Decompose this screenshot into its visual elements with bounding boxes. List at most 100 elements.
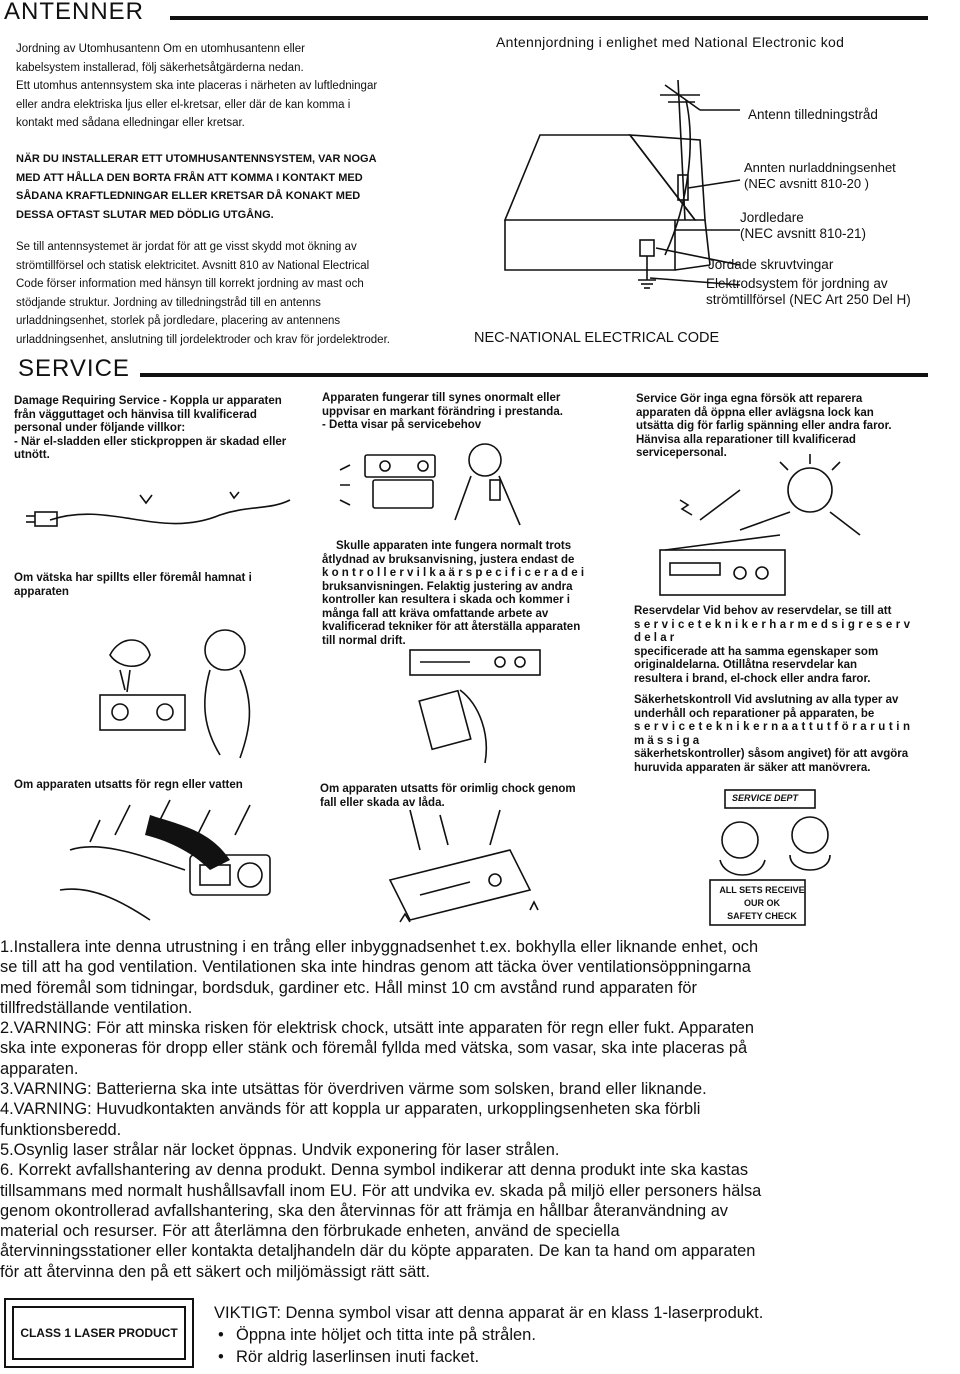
safety-instructions: 1.Installera inte denna utrustning i en … [0,937,940,1282]
service-shock-text: Om apparaten utsatts för orimlig chock g… [320,783,610,810]
laser-bullet: • Öppna inte höljet och titta inte på str… [214,1324,763,1346]
service-self-line: Service Gör inga egna försök att reparer… [636,393,863,405]
label-electrode-name: Elektrodsystem för jordning av [706,276,888,291]
house-wall [504,220,676,271]
instruction-line: material och resurser. För att återlämna… [0,1222,620,1241]
instruction-line: funktionsberedd. [0,1120,122,1139]
person-arm [459,689,488,764]
instruction-line: se till att ha god ventilation. Ventilat… [0,958,751,977]
service-dept-sign-text: SERVICE DEPT [732,793,799,803]
damaged-cord-illustration [26,491,291,527]
antenna-warning-line: SÅDANA KRAFTLEDNINGAR ELLER KRETSAR DÅ K… [16,190,361,202]
shocked-head [787,467,833,513]
instruction-line: för att återvinna den på ett säkert och … [0,1262,430,1281]
service-parts-line: s e r v i c e t e k n i k e r h a r m e … [634,618,910,645]
service-parts-line: originaldelarna. Otillåtna reservdelar k… [634,659,858,671]
counter-sign-text: ALL SETS RECEIVE OUR OK SAFETY CHECK [716,884,808,923]
antenna-intro-line: eller andra elektriska ljus eller el-kre… [16,98,351,111]
shocked-arms [739,511,861,536]
laser-bullet-text: Öppna inte höljet och titta inte på strå… [236,1326,536,1344]
service-self-line: apparaten då öppna eller avlägsna lock k… [636,406,874,419]
label-discharge: Annten nurladdningsenhet (NEC avsnitt 81… [744,160,896,192]
radio-unit [372,479,434,509]
manual-icon [418,689,472,751]
service-notworking-line: Skulle apparaten inte fungera normalt tr… [336,540,572,552]
diagram-title: Antennjordning i enlighet med National E… [496,34,845,50]
service-safety-line: Säkerhetskontroll Vid avslutning av alla… [634,694,899,706]
spilled-vase [109,639,151,668]
laser-class-label: CLASS 1 LASER PRODUCT [20,1326,178,1340]
service-safety-line: huruvida apparaten är säker att manövrer… [634,761,871,774]
service-parts-line: specificerade att ha samma egenskaper so… [634,645,879,658]
label-discharge-name: Annten nurladdningsenhet [744,160,896,175]
laser-notice: VIKTIGT: Denna symbol visar att denna ap… [214,1302,763,1368]
radio-top [364,454,436,478]
instruction-line: 4.VARNING: Huvudkontakten används för at… [0,1100,701,1119]
service-abnormal-text: Apparaten fungerar till synes onormalt e… [322,392,592,433]
electric-shock-illustration [679,454,861,536]
service-notworking-line: bruksanvisningen. Felaktig justering av … [322,580,573,593]
service-parts-line: resultera i brand, el-chock eller andra … [634,672,871,685]
antenna-intro-line: kontakt med sådana elledningar eller kre… [16,117,245,129]
antenna-intro: Jordning av Utomhusantenn Om en utomhusa… [16,40,446,133]
counter-sign-line: OUR OK [744,898,780,908]
antenna-warning-line: DESSA OFTAST SLUTAR MED DÖDLIG UTGÅNG. [16,208,274,221]
diagram-footer: NEC-NATIONAL ELECTRICAL CODE [474,330,720,346]
antenna-element [664,84,701,111]
sleeve [145,815,230,870]
service-self-line: Hänvisa alla reparationer till kvalifice… [636,433,856,446]
girl-head [204,629,246,671]
antenna-ground-text: Se till antennsystemet är jordat för att… [16,238,486,349]
instruction-line: 1.Installera inte denna utrustning i en … [0,938,759,956]
service-heading: SERVICE [18,355,130,382]
label-ground-wire-ref: (NEC avsnitt 810-21) [740,226,867,241]
liquid-spill-illustration [99,629,251,759]
lead-in-wire [664,99,691,256]
power-cord [49,499,291,525]
customer-head [791,816,829,854]
abnormal-operation-illustration [339,443,521,526]
instruction-line: 5.Osynlig laser strålar när locket öppna… [0,1140,560,1159]
service-notworking-line: till normal drift. [322,634,406,647]
antenna-ground-line: Se till antennsystemet är jordat för att… [16,241,357,253]
label-discharge-ref: (NEC avsnitt 810-20 ) [744,176,869,191]
technician-head [721,821,759,859]
receiver-unit [409,649,541,676]
instruction-line: genom okontrollerad avfallshantering, sk… [0,1201,728,1220]
service-self-text: Service Gör inga egna försök att reparer… [636,393,906,461]
antenner-rule [170,16,928,20]
service-liquid-text: Om vätska har spillts eller föremål hamn… [14,572,274,599]
service-safety-line: s e r v i c e t e k n i k e r n a a t t … [634,721,910,747]
service-damage-line: - När el-sladden eller stickproppen är s… [14,435,287,448]
house-roof [503,134,697,221]
laser-label-inner: CLASS 1 LASER PRODUCT [12,1306,186,1360]
service-shock-line: Om apparaten utsatts för orimlig chock g… [320,783,576,795]
laser-bullet-text: Rör aldrig laserlinsen inuti facket. [236,1348,480,1366]
laser-notice-text: VIKTIGT: Denna symbol visar att denna ap… [214,1304,764,1322]
service-abnormal-line: uppvisar en markant förändring i prestan… [322,405,563,418]
label-ground-wire-name: Jordledare [740,210,804,225]
instruction-line: ska inte exponeras för dropp eller stänk… [0,1039,748,1058]
ground-clamp [639,239,655,257]
service-rule [140,373,928,377]
screwdriver-icon [699,489,741,521]
plug-icon [34,511,58,527]
antenna-intro-line: kabelsystem installerad, följ säkerhetså… [16,61,304,74]
falling-receiver [388,849,532,921]
antenna-ground-line: urladdningsenhet, storlek på jordledare,… [16,315,341,327]
service-dept-sign [724,789,816,809]
service-damage-line: personal under följande villkor: [14,422,186,434]
service-self-line: utsätta dig för farlig spänning eller an… [636,420,892,432]
service-liquid-line: apparaten [14,585,69,598]
adjust-controls-illustration [409,649,541,764]
service-damage-line: Damage Requiring Service - Koppla ur app… [14,395,282,407]
service-self-line: servicepersonal. [636,447,727,459]
service-notworking-line: många fall att kräva omfattande arbete a… [322,607,549,620]
bullet-icon: • [218,1326,224,1344]
service-abnormal-line: - Detta visar på servicebehov [322,419,482,431]
counter-sign [709,879,806,926]
instruction-line: tillfredställande ventilation. [0,998,193,1017]
laser-bullet: •Rör aldrig laserlinsen inuti facket. [214,1346,763,1368]
instruction-line: återvinningsstationer eller kontakta det… [0,1242,756,1261]
antenna-warning: NÄR DU INSTALLERAR ETT UTOMHUSANTENNSYST… [16,150,446,224]
